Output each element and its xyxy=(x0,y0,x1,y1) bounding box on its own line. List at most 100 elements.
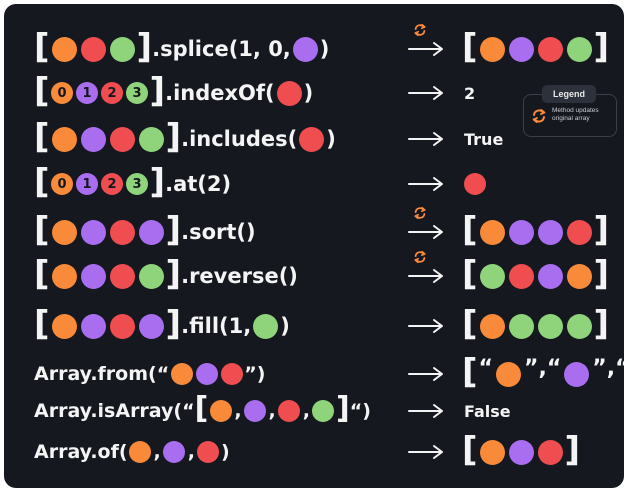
purple-circle xyxy=(508,36,534,62)
code-text: .splice(1, 0, xyxy=(152,37,291,61)
result-text: False xyxy=(464,401,511,421)
legend-box: Legend Method updates original array xyxy=(523,85,617,137)
orange-index-circle: 0 xyxy=(51,82,74,104)
bracket: ] xyxy=(165,254,182,294)
purple-circle xyxy=(508,439,534,465)
bracket: ] xyxy=(165,304,182,344)
code-text: ) xyxy=(280,314,290,338)
result: [] xyxy=(462,306,609,346)
code-text: ”) xyxy=(244,363,266,385)
green-circle xyxy=(109,36,135,62)
green-circle xyxy=(312,400,335,422)
bracket: ] xyxy=(593,304,610,344)
code-text: Array.isArray(“ xyxy=(34,400,195,422)
bracket: ] xyxy=(149,71,166,111)
expression: Array.isArray(“[,,,]“) xyxy=(34,391,371,431)
orange-circle xyxy=(129,441,152,463)
red-circle xyxy=(537,439,563,465)
comma: , xyxy=(268,400,276,422)
result: [] xyxy=(462,256,609,296)
row-isArray: Array.isArray(“[,,,]“) False xyxy=(4,391,624,431)
code-text: ) xyxy=(220,441,230,463)
arrow-icon xyxy=(408,73,448,113)
arrow-icon xyxy=(408,29,448,69)
orange-circle xyxy=(479,36,505,62)
purple-circle xyxy=(244,400,267,422)
orange-circle xyxy=(51,36,77,62)
green-circle xyxy=(253,313,279,339)
bracket: [ xyxy=(34,162,50,202)
red-circle xyxy=(109,263,135,289)
bracket: [ xyxy=(462,430,478,470)
green-circle xyxy=(479,263,505,289)
result: [“”,“”,“”] xyxy=(462,354,624,394)
result-text: True xyxy=(464,129,504,149)
red-index-circle: 2 xyxy=(101,82,124,104)
code-text: .includes( xyxy=(181,127,298,151)
purple-circle xyxy=(163,441,186,463)
green-index-circle: 3 xyxy=(126,173,149,195)
code-text: ) xyxy=(326,127,336,151)
bracket: [ xyxy=(34,71,50,111)
code-text: ) xyxy=(303,81,314,105)
purple-circle xyxy=(138,313,164,339)
code-text: ) xyxy=(319,37,330,61)
row-of: Array.of(,,) [] xyxy=(4,432,624,472)
bracket: ] xyxy=(593,210,610,250)
arrow-icon xyxy=(408,256,448,296)
orange-circle xyxy=(51,263,77,289)
bracket: [ xyxy=(34,117,50,157)
row-reverse: [].reverse()[] xyxy=(4,250,624,296)
expression: [].splice(1, 0,) xyxy=(34,29,329,69)
bracket: ] xyxy=(564,430,581,470)
green-circle xyxy=(508,313,534,339)
result: True xyxy=(462,119,503,159)
arrow-icon xyxy=(408,432,448,472)
result xyxy=(462,164,487,204)
orange-circle xyxy=(479,439,505,465)
bracket: ] xyxy=(593,27,610,67)
red-circle xyxy=(278,400,301,422)
purple-circle xyxy=(80,219,106,245)
purple-circle xyxy=(195,363,218,385)
expression: [].includes() xyxy=(34,119,336,159)
bracket: ] xyxy=(593,254,610,294)
sync-icon xyxy=(532,109,546,123)
expression: Array.of(,,) xyxy=(34,432,230,472)
arrow-icon xyxy=(408,306,448,346)
expression: [].reverse() xyxy=(34,256,298,296)
bracket: [ xyxy=(462,210,478,250)
code-text: .indexOf( xyxy=(165,81,275,105)
comma: , xyxy=(153,441,161,463)
red-circle xyxy=(463,173,486,195)
orange-circle xyxy=(209,400,232,422)
arrow-icon xyxy=(408,164,448,204)
red-circle xyxy=(299,126,325,152)
purple-circle xyxy=(537,263,563,289)
result: [] xyxy=(462,432,580,472)
red-circle xyxy=(220,363,243,385)
bracket: [ xyxy=(34,210,50,250)
bracket: [ xyxy=(34,27,50,67)
bracket: [ xyxy=(194,391,209,426)
red-circle xyxy=(508,263,534,289)
green-circle xyxy=(537,313,563,339)
orange-circle xyxy=(51,313,77,339)
bracket: ] xyxy=(149,162,166,202)
row-splice: [].splice(1, 0,)[] xyxy=(4,23,624,69)
green-circle xyxy=(138,126,164,152)
bracket: [ xyxy=(34,254,50,294)
code-text: .sort() xyxy=(181,220,256,244)
bracket: [ xyxy=(462,27,478,67)
code-text: Array.of( xyxy=(34,441,128,463)
bracket: ] xyxy=(136,27,153,67)
result: 2 xyxy=(462,73,475,113)
code-text: .fill(1, xyxy=(181,314,252,338)
sync-icon xyxy=(414,206,426,220)
code-text: .at(2) xyxy=(165,172,232,196)
orange-index-circle: 0 xyxy=(51,173,74,195)
